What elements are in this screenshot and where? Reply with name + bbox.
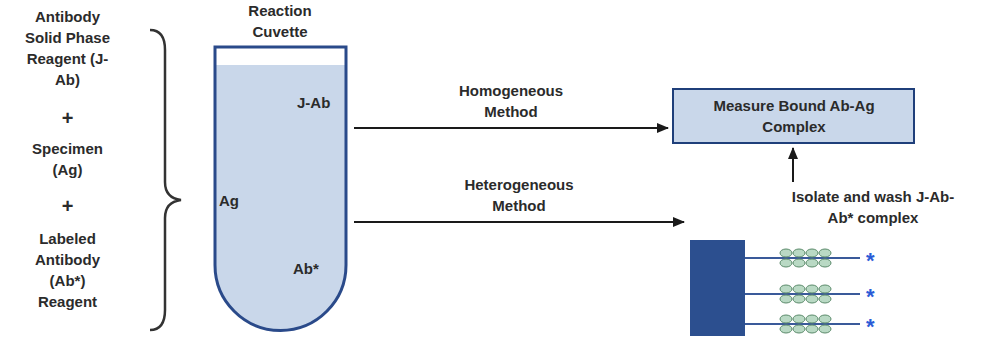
antibody-segment bbox=[793, 285, 805, 293]
cuvette-outline bbox=[215, 47, 346, 330]
antibody-segment bbox=[793, 325, 805, 333]
step-heading: Isolate and wash J-Ab-Ab* complex bbox=[783, 186, 963, 228]
label-star: * bbox=[866, 316, 875, 338]
cuvette-liquid bbox=[215, 65, 346, 330]
antibody-segment bbox=[806, 285, 818, 293]
antibody-segment bbox=[793, 295, 805, 303]
antibody-segment bbox=[780, 259, 792, 267]
reagent-tag: J-Ab bbox=[297, 92, 330, 113]
antibody-segment bbox=[806, 259, 818, 267]
result-box: Measure Bound Ab-Ag Complex bbox=[672, 88, 915, 144]
reagent-tag: Ag bbox=[219, 190, 239, 211]
solid-phase-figure bbox=[688, 236, 888, 340]
antibody-segment bbox=[819, 285, 831, 293]
antibody-segment bbox=[819, 325, 831, 333]
method-label: Homogeneous Method bbox=[446, 80, 576, 122]
antibody-segment bbox=[806, 295, 818, 303]
plus-sign: + bbox=[20, 194, 115, 218]
reagent-tag: Ab* bbox=[293, 258, 319, 279]
antibody-segment bbox=[780, 285, 792, 293]
solid-phase bbox=[690, 240, 745, 336]
antibody-segment bbox=[780, 249, 792, 257]
cuvette-tube bbox=[213, 45, 348, 335]
antibody-chain bbox=[745, 257, 860, 259]
antibody-segment bbox=[780, 315, 792, 323]
curly-bracket bbox=[150, 30, 181, 330]
label-star: * bbox=[866, 250, 875, 272]
antibody-chain bbox=[745, 323, 860, 325]
antibody-segment bbox=[793, 259, 805, 267]
antibody-segment bbox=[806, 315, 818, 323]
antibody-segment bbox=[819, 259, 831, 267]
antibody-segment bbox=[793, 315, 805, 323]
reagent-label: Antibody Solid Phase Reagent (J-Ab) bbox=[20, 6, 115, 90]
flow-arrow bbox=[792, 148, 794, 182]
antibody-segment bbox=[806, 325, 818, 333]
label-star: * bbox=[866, 286, 875, 308]
antibody-segment bbox=[793, 249, 805, 257]
antibody-segment bbox=[819, 315, 831, 323]
plus-sign: + bbox=[20, 106, 115, 130]
antibody-chain bbox=[745, 293, 860, 295]
antibody-segment bbox=[819, 249, 831, 257]
method-label: Heterogeneous Method bbox=[454, 174, 584, 216]
antibody-segment bbox=[780, 295, 792, 303]
antibody-segment bbox=[780, 325, 792, 333]
antibody-segment bbox=[819, 295, 831, 303]
cuvette-title: Reaction Cuvette bbox=[235, 0, 325, 42]
result-text: Measure Bound Ab-Ag Complex bbox=[709, 95, 879, 137]
antibody-segment bbox=[806, 249, 818, 257]
reaction-cuvette: Reaction CuvetteJ-AbAgAb* bbox=[213, 0, 348, 334]
flow-arrow bbox=[354, 127, 668, 129]
solid-phase-complex: Isolate and wash J-Ab-Ab* complex * * * bbox=[688, 186, 1000, 340]
flow-arrow bbox=[354, 221, 684, 223]
reagent-label: Labeled Antibody (Ab*) Reagent bbox=[20, 228, 115, 312]
reagent-label: Specimen (Ag) bbox=[20, 138, 115, 180]
